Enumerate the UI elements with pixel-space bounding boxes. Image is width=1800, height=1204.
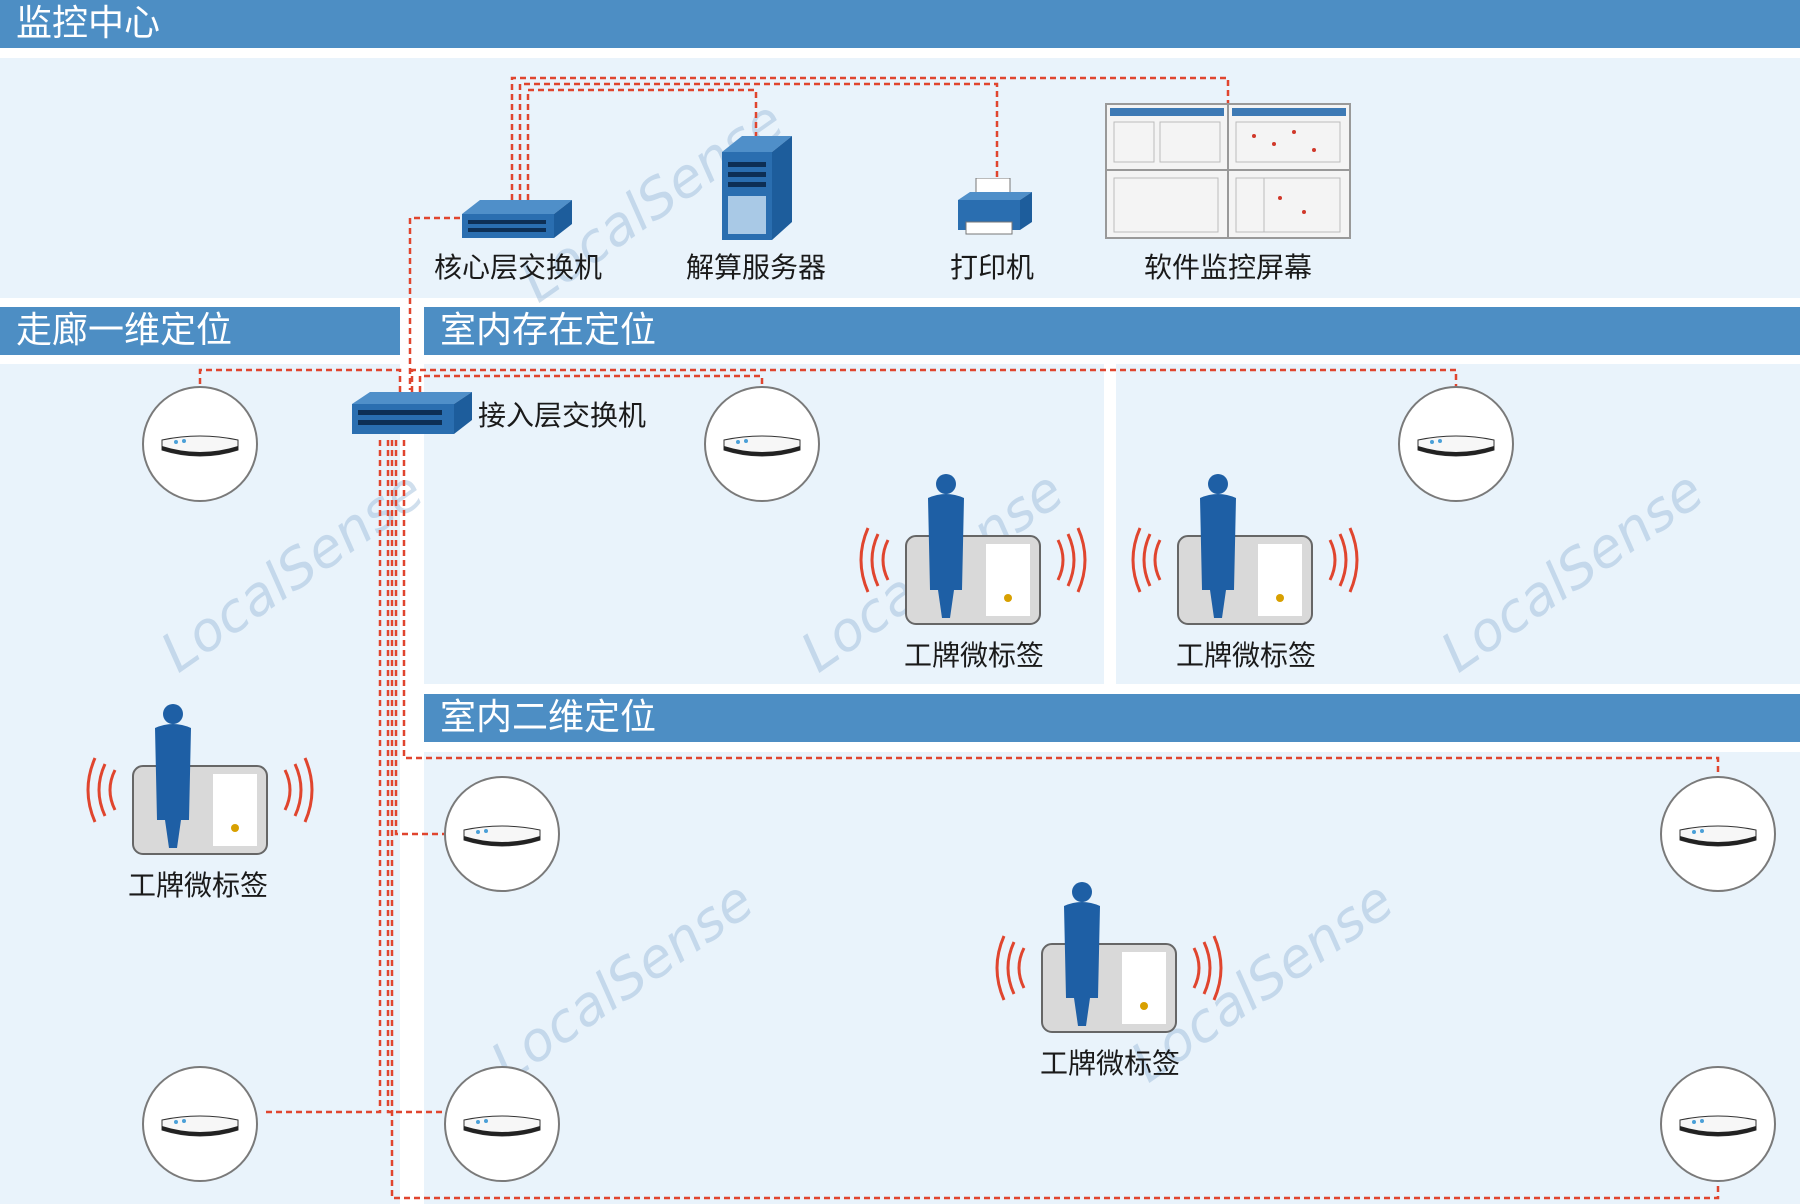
monitoring-center-panel bbox=[0, 58, 1800, 298]
server-label: 解算服务器 bbox=[686, 251, 827, 284]
anchor-icon bbox=[704, 386, 820, 502]
access-switch-icon bbox=[352, 390, 472, 436]
person-tag-icon bbox=[85, 700, 315, 860]
monitoring-center-header: 监控中心 bbox=[0, 0, 1800, 48]
server-icon bbox=[722, 136, 792, 240]
person-tag-icon bbox=[1130, 470, 1360, 630]
anchor-icon bbox=[142, 1066, 258, 1182]
presence-tag-label-1: 工牌微标签 bbox=[904, 639, 1045, 672]
person-tag-icon bbox=[994, 878, 1224, 1038]
indoor-presence-header: 室内存在定位 bbox=[424, 307, 1800, 355]
corridor-tag-label: 工牌微标签 bbox=[128, 869, 269, 902]
corridor-1d-header: 走廊一维定位 bbox=[0, 307, 400, 355]
monitor-screen-label: 软件监控屏幕 bbox=[1144, 251, 1313, 284]
anchor-icon bbox=[1398, 386, 1514, 502]
monitor-screen-icon bbox=[1104, 102, 1354, 240]
anchor-icon bbox=[142, 386, 258, 502]
person-tag-icon bbox=[858, 470, 1088, 630]
presence-tag-label-2: 工牌微标签 bbox=[1176, 639, 1317, 672]
indoor-2d-header: 室内二维定位 bbox=[424, 694, 1800, 742]
core-switch-icon bbox=[456, 196, 576, 242]
printer-label: 打印机 bbox=[950, 251, 1035, 284]
core-switch-label: 核心层交换机 bbox=[434, 251, 603, 284]
printer-icon bbox=[954, 177, 1032, 240]
anchor-icon bbox=[444, 1066, 560, 1182]
anchor-icon bbox=[1660, 1066, 1776, 1182]
indoor-2d-tag-label: 工牌微标签 bbox=[1040, 1047, 1181, 1080]
access-switch-label: 接入层交换机 bbox=[478, 399, 647, 432]
anchor-icon bbox=[444, 776, 560, 892]
anchor-icon bbox=[1660, 776, 1776, 892]
